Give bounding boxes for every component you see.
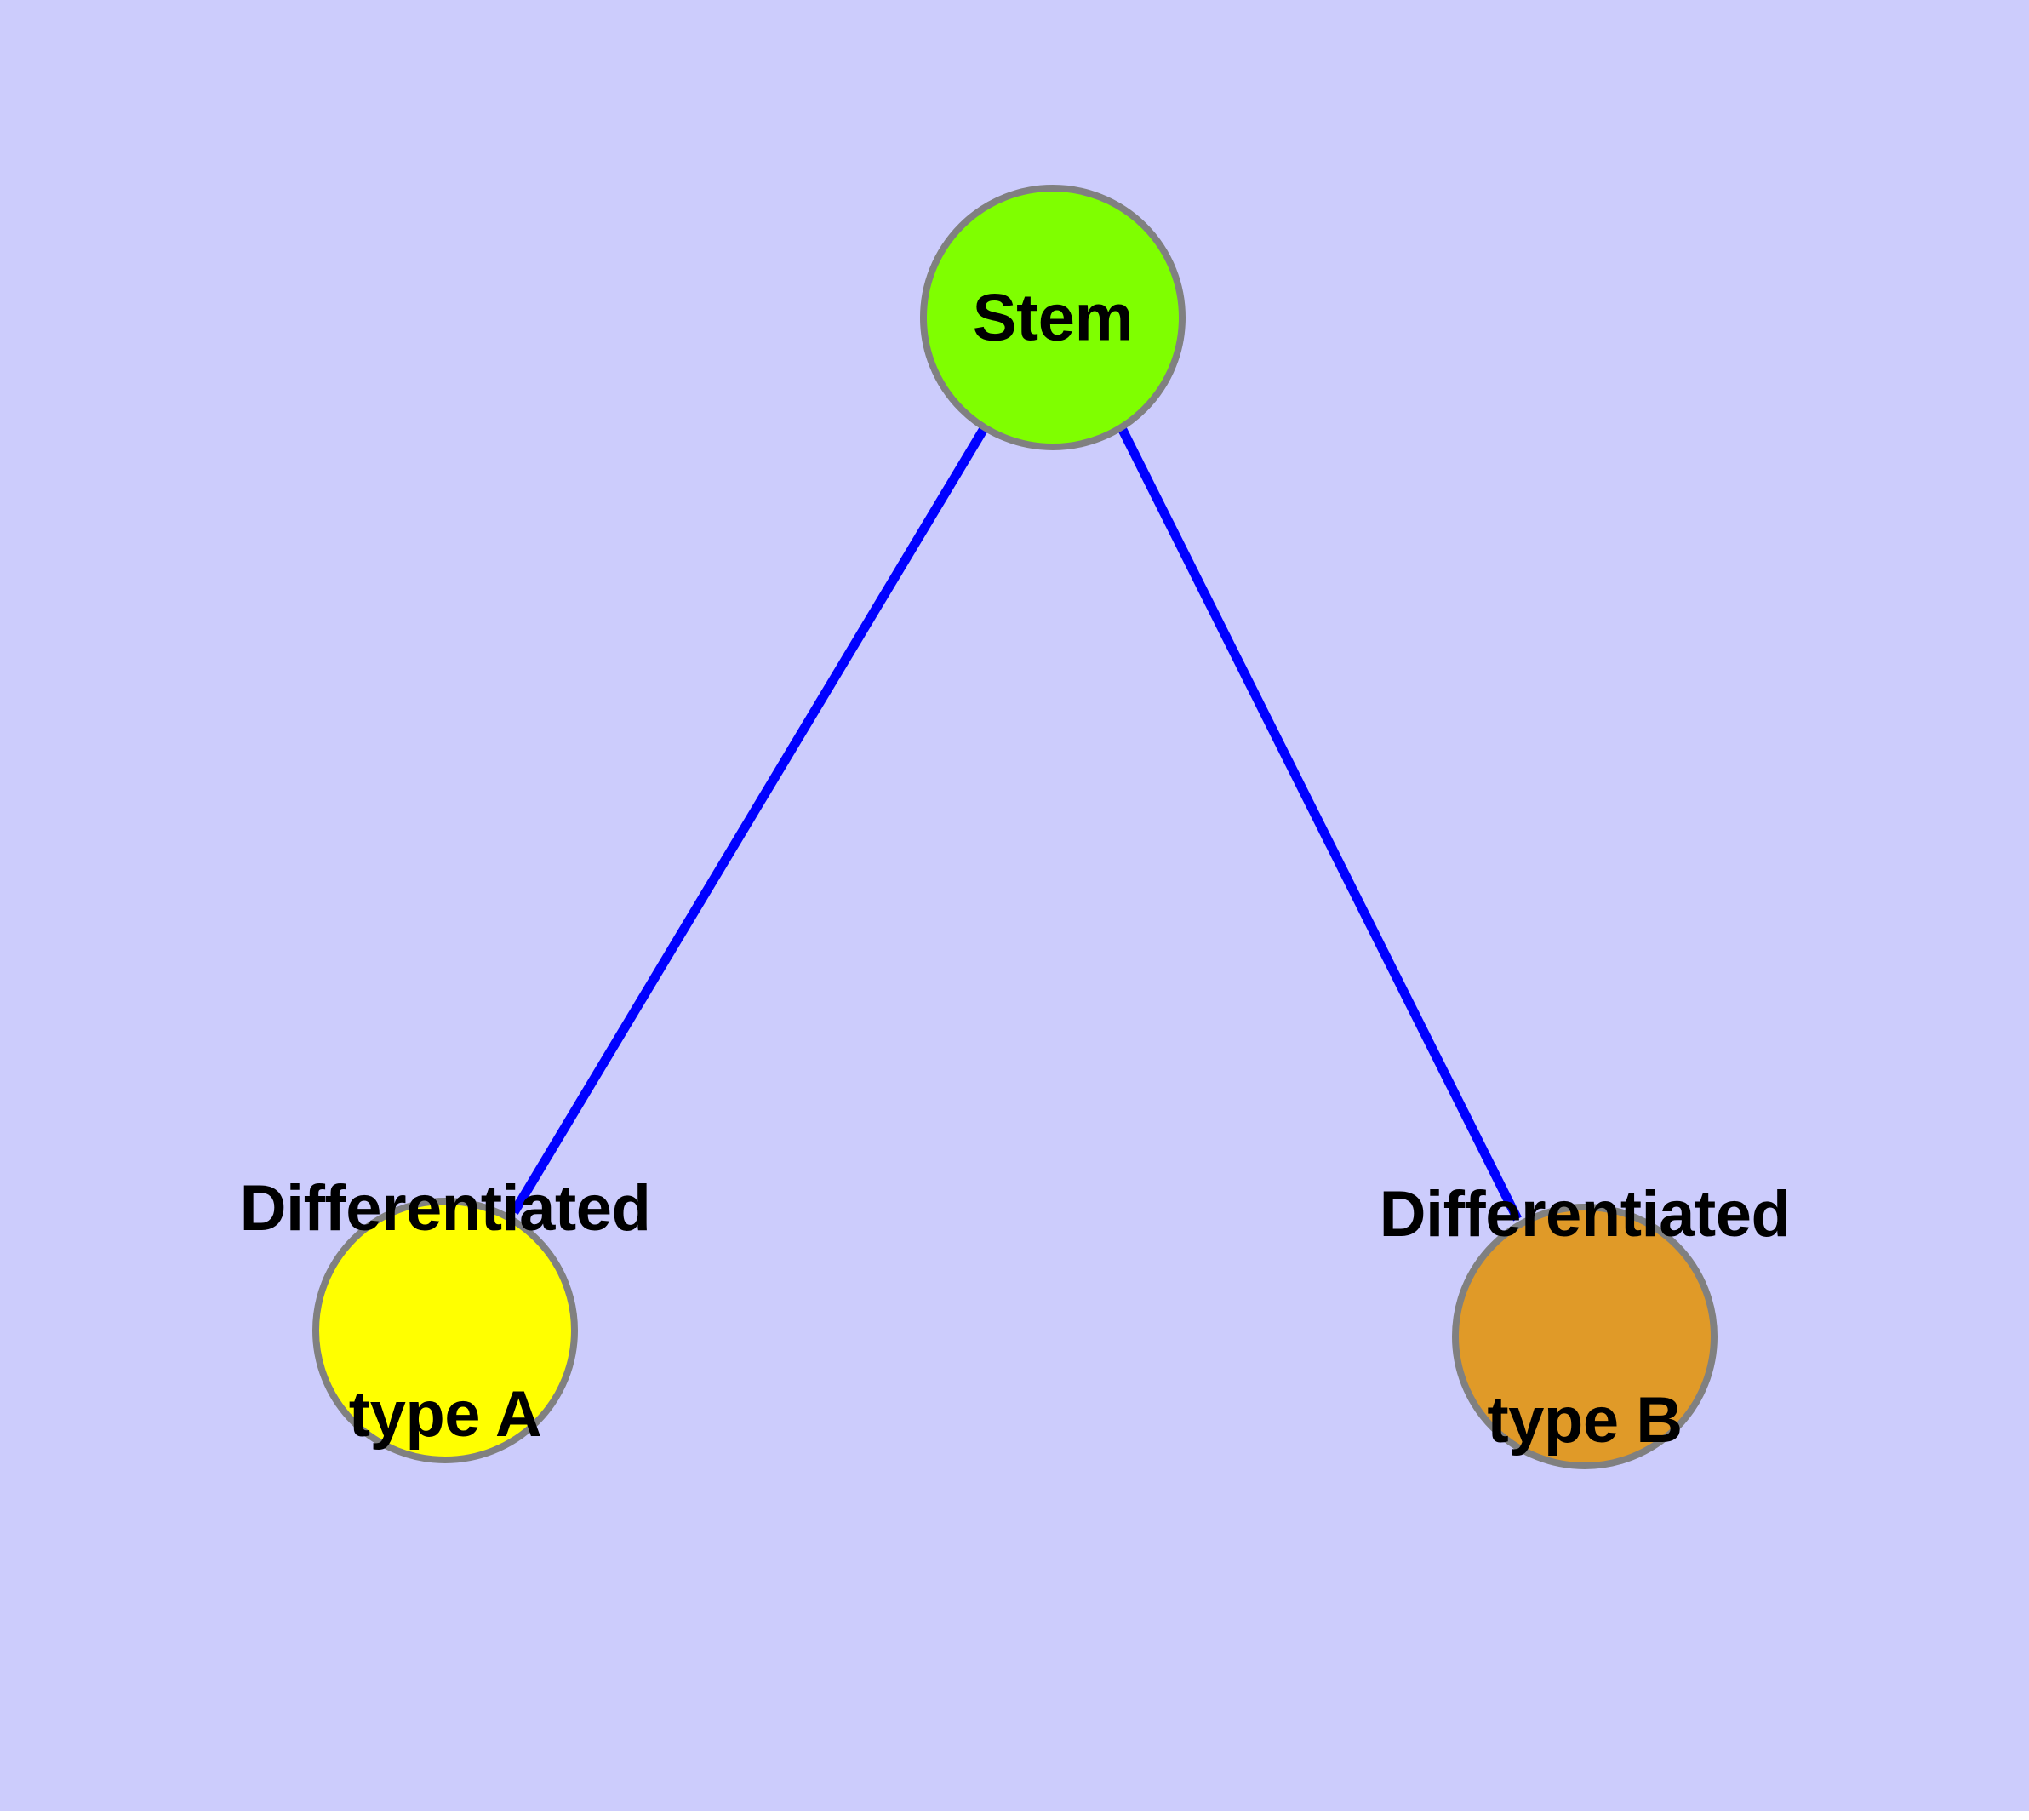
node-layer bbox=[312, 185, 1718, 1469]
node-circle-stem[interactable] bbox=[920, 185, 1186, 450]
node-circle-diff-b[interactable] bbox=[1452, 1204, 1718, 1469]
edge-stem-to-diff-b bbox=[1117, 426, 1522, 1222]
node-circle-diff-a[interactable] bbox=[312, 1198, 578, 1463]
edge-layer bbox=[510, 425, 1522, 1222]
edge-stem-to-diff-a bbox=[510, 425, 989, 1215]
